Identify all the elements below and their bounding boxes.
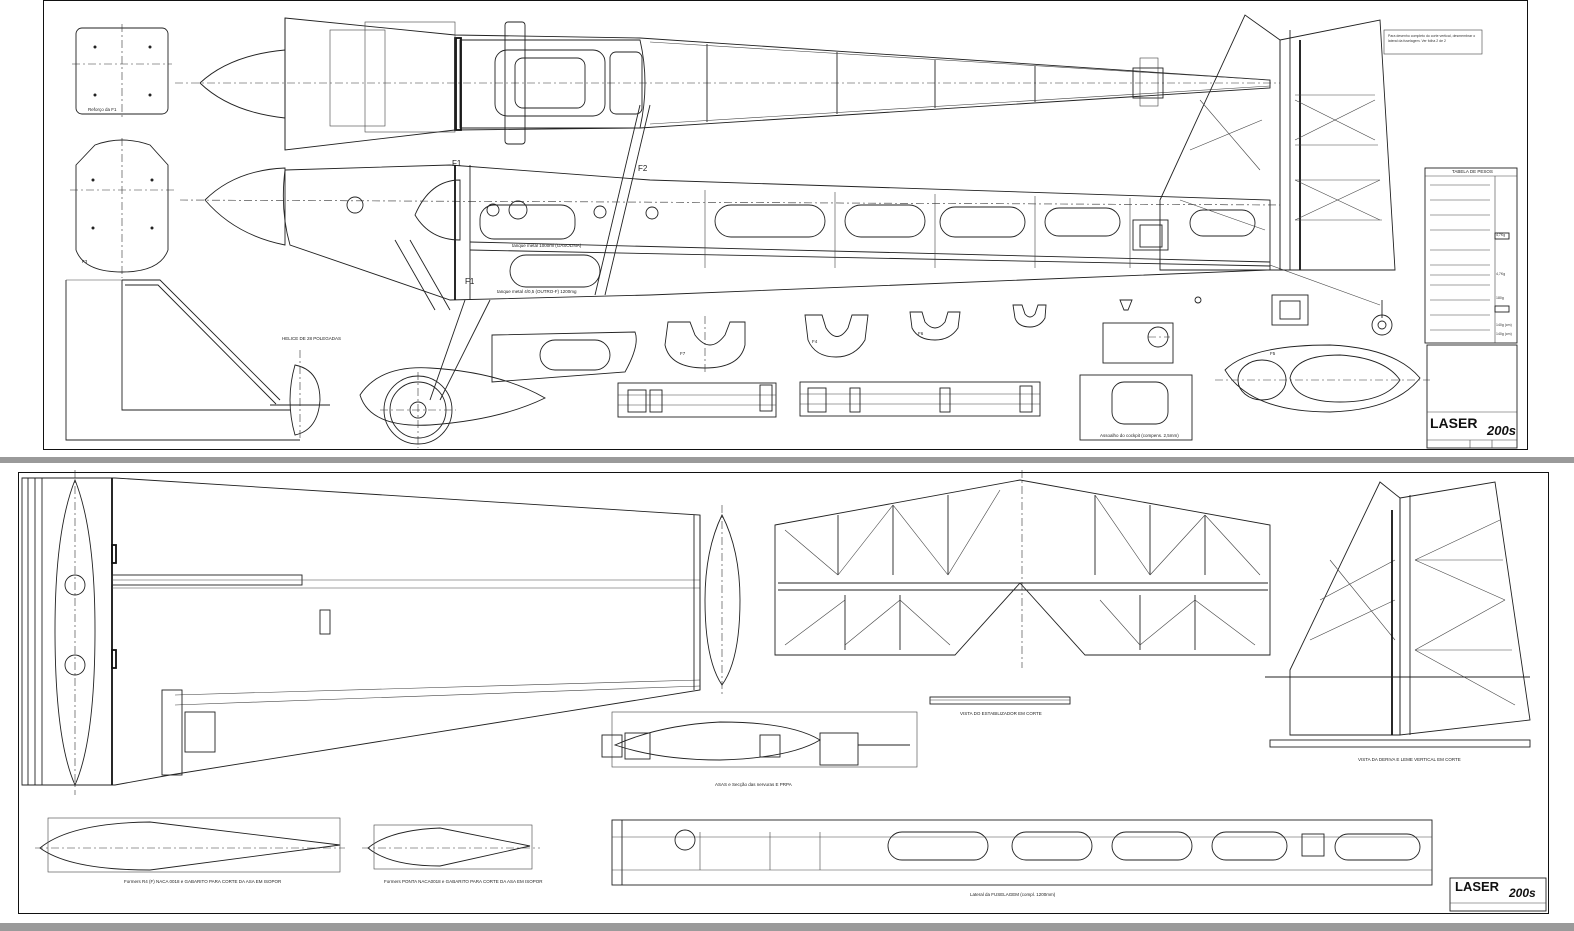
small-fittings [1119, 294, 1309, 326]
label-f3: F3 [82, 259, 88, 264]
weight-3: 180g [1496, 296, 1504, 300]
wing-mount-beam-2 [799, 381, 1041, 417]
label-f4: F4 [812, 339, 818, 344]
airfoil-template-tip [362, 824, 540, 870]
former-f4 [804, 314, 869, 358]
wheel [380, 372, 456, 448]
airfoil-template-root [35, 817, 345, 873]
canopy-top [1215, 344, 1430, 413]
label-tanque-top: tanque metal 1000ml (GASOLINA) [512, 243, 582, 248]
caption-wing-section: ASAS e Secção das nervuras E PRPA [715, 782, 792, 787]
weights-table [1424, 167, 1518, 344]
label-f1-lower: F1 [465, 277, 475, 286]
weight-2: 4,7Kg [1496, 272, 1506, 276]
weights-table-title: TABELA DE PESOS [1452, 169, 1493, 174]
cockpit-floor [1079, 374, 1193, 441]
sheet-divider [0, 457, 1574, 463]
weight-4: 140g (cm) [1496, 323, 1512, 327]
caption-stab-section: VISTA DO ESTABILIZADOR EM CORTE [960, 711, 1042, 716]
former-f3 [664, 316, 746, 372]
fuselage-top-view [175, 17, 1301, 270]
stab-section [929, 696, 1071, 705]
label-f2: F2 [638, 164, 648, 173]
caption-root-airfoil: Formers R4 (F) NACA 0018 e GABARITO PARA… [124, 879, 282, 884]
wing-mount-beam-1 [617, 382, 777, 418]
reforco-f1-view [72, 24, 172, 118]
caption-fuselage-bottom: Lateral da FUSELAGEM (compl. 1200mm) [970, 892, 1056, 897]
spinner-side [270, 350, 330, 440]
stabilizer-plan [774, 470, 1271, 668]
construction-note: Para desenho completo do corte vertical,… [1388, 34, 1476, 43]
wheel-pant [359, 367, 546, 426]
side-former-template [491, 331, 637, 383]
title-block-2 [1449, 877, 1547, 912]
label-helice: HELICE DE 28 POLEGADAS [282, 336, 342, 341]
label-f7: F7 [680, 351, 686, 356]
former-f6 [909, 311, 961, 341]
main-gear-leg [394, 239, 491, 401]
cabane-detail [1102, 322, 1174, 364]
plan-sheet-1 [43, 0, 1528, 450]
label-f1-upper: F1 [452, 159, 462, 168]
wing-sections [601, 711, 918, 768]
fin-rudder-side [1159, 14, 1396, 271]
logo-laser-1: LASER [1430, 415, 1478, 431]
fuselage-bottom [611, 819, 1433, 886]
wing-plan-view [21, 470, 741, 795]
logo-model-1: 200s [1487, 423, 1516, 438]
label-reforco-f1: Reforço da F1 [88, 107, 117, 112]
caption-tip-airfoil: Formers PONTA NACA0018 e GABARITO PARA C… [384, 879, 543, 884]
note-box [1383, 29, 1483, 55]
label-f6: F6 [918, 331, 924, 336]
logo-model-2: 200s [1509, 886, 1536, 900]
title-block-1 [1426, 344, 1518, 449]
former-f7 [1012, 304, 1047, 328]
fin-plan [1265, 481, 1531, 748]
logo-laser-2: LASER [1455, 879, 1500, 894]
sheet-divider-bottom [0, 923, 1574, 931]
label-f5: F5 [1270, 351, 1276, 356]
label-assoalho: Assoalho do cockpit (compens. 2,5mm) [1100, 433, 1179, 438]
label-tanque-bot: tanque metal 4/0,5 (OUTRO-F) 1200mg [497, 289, 577, 294]
weight-1: 4,7Kg [1496, 233, 1506, 237]
landing-gear-wire [65, 279, 300, 441]
plan-sheet-2 [18, 472, 1549, 914]
fuselage-side-view [179, 104, 1393, 336]
former-f1-front [70, 138, 174, 278]
weight-5: 140g (cm) [1496, 332, 1512, 336]
caption-fin-section: VISTA DA DERIVA E LEME VERTICAL EM CORTE [1358, 757, 1461, 762]
